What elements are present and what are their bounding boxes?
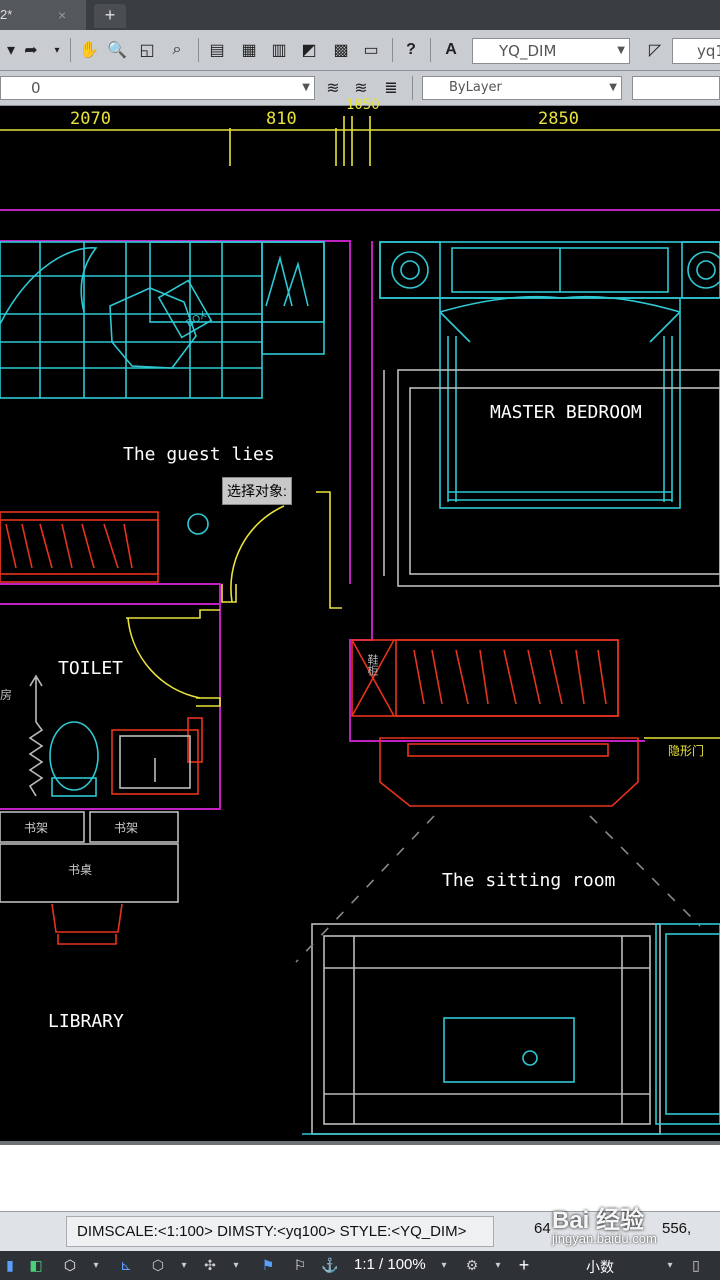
baidu-watermark-logo: Bai 经验 xyxy=(552,1207,645,1234)
dimension-label: 1050 xyxy=(346,97,380,113)
zoom-realtime-icon[interactable]: 🔍 xyxy=(107,42,127,59)
desk-label: 书桌 xyxy=(68,863,93,877)
baidu-watermark-url: jingyan.baidu.com xyxy=(552,1231,657,1246)
3d-box-icon[interactable]: ⬡ xyxy=(63,1256,77,1273)
add-tab-button[interactable]: + xyxy=(94,4,126,28)
chevron-down-icon[interactable]: ▾ xyxy=(495,1259,501,1271)
status-bar: DIMSCALE:<1:100> DIMSTY:<yq100> STYLE:<Y… xyxy=(0,1211,720,1251)
table-style-value: yq1 xyxy=(697,42,720,60)
select-objects-tooltip: 选择对象: xyxy=(222,477,292,505)
auto-scale-icon[interactable]: ⚓ xyxy=(321,1256,339,1273)
dimension-label: 810 xyxy=(266,109,297,129)
dimstyle-select[interactable]: YQ_DIM ▼ xyxy=(472,38,630,64)
pan-icon[interactable]: ✋ xyxy=(79,42,99,59)
redo-dropdown-icon[interactable]: ▾ xyxy=(54,44,60,56)
gizmo-icon[interactable]: ✣ xyxy=(204,1256,216,1273)
toolbar-layers: 0 ▼ ≋ ≋ ≣ ByLayer ▼ xyxy=(0,71,720,106)
coordinates-readout-tail: 556, xyxy=(662,1220,692,1237)
markup-icon[interactable]: ▩ xyxy=(333,42,349,59)
text-style-icon[interactable]: A xyxy=(445,41,457,58)
separator xyxy=(392,38,393,62)
shoe-cabinet-label: 鞋柜 xyxy=(366,654,378,676)
hidden-door-label: 隐形门 xyxy=(668,744,705,758)
tab-bar: 2* × + xyxy=(0,0,720,30)
color-select[interactable]: ByLayer ▼ xyxy=(422,76,622,100)
close-icon[interactable]: × xyxy=(58,7,67,23)
separator xyxy=(430,38,431,62)
gear-icon[interactable]: ⚙ xyxy=(465,1256,479,1273)
bookshelf-label: 书架 xyxy=(24,821,49,835)
coordinates-readout: 64 xyxy=(534,1220,551,1237)
chevron-down-icon: ▼ xyxy=(609,82,617,93)
undo-dropdown-icon[interactable]: ▾ xyxy=(6,42,16,59)
floor-plan xyxy=(0,116,720,1135)
chevron-down-icon: ▼ xyxy=(617,45,625,56)
model-icon[interactable]: ▮ xyxy=(6,1256,14,1273)
table-style-select[interactable]: yq1 xyxy=(672,38,720,64)
room-label-master-bedroom: MASTER BEDROOM xyxy=(490,402,642,423)
chevron-down-icon: ▼ xyxy=(302,82,310,93)
room-label-library: LIBRARY xyxy=(48,1011,124,1032)
chevron-down-icon[interactable]: ▾ xyxy=(667,1259,673,1271)
room-label-partial: 房 xyxy=(0,688,13,702)
chevron-down-icon[interactable]: ▾ xyxy=(181,1259,187,1271)
tab-label: 2* xyxy=(0,7,13,22)
command-line[interactable] xyxy=(0,1141,720,1215)
color-value: ByLayer xyxy=(449,80,502,95)
redo-icon[interactable]: ➦ xyxy=(24,42,38,59)
chevron-down-icon[interactable]: ▾ xyxy=(233,1259,239,1271)
annotation-scale-icon[interactable]: ⚑ xyxy=(261,1256,275,1273)
toolbar-standard: ▾ ➦ ▾ ✋ 🔍 ◱ ⌕ ▤ ▦ ▥ ◩ ▩ ▭ ? A YQ_DIM ▼ ◸… xyxy=(0,30,720,71)
dim-status-text: DIMSCALE:<1:100> DIMSTY:<yq100> STYLE:<Y… xyxy=(66,1216,494,1247)
properties-icon[interactable]: ▤ xyxy=(209,42,225,59)
make-current-layer-icon[interactable]: ≋ xyxy=(326,80,340,97)
design-center-icon[interactable]: ▦ xyxy=(241,42,257,59)
dimension-label: 2070 xyxy=(70,109,111,129)
drawing-canvas[interactable]: 2070 810 1050 2850 The guest lies MASTER… xyxy=(0,97,720,1141)
tool-palettes-icon[interactable]: ▥ xyxy=(271,42,287,59)
plus-icon[interactable]: + xyxy=(518,1254,530,1275)
clean-screen-icon[interactable]: ▯ xyxy=(692,1256,700,1273)
grid-icon[interactable]: ◧ xyxy=(29,1256,43,1273)
room-label-guest: The guest lies xyxy=(123,444,275,465)
linetype-select[interactable] xyxy=(632,76,720,100)
layer-states-icon[interactable]: ≣ xyxy=(384,80,398,97)
help-icon[interactable]: ? xyxy=(406,41,416,58)
annotation-visibility-icon[interactable]: ⚐ xyxy=(293,1256,307,1273)
scale-readout[interactable]: 1:1 / 100% xyxy=(354,1256,426,1273)
isometric-icon[interactable]: ⬡ xyxy=(151,1256,165,1273)
layer-previous-icon[interactable]: ≋ xyxy=(354,80,368,97)
separator xyxy=(198,38,199,62)
sheet-set-icon[interactable]: ◩ xyxy=(301,42,317,59)
tab-drawing[interactable]: 2* × xyxy=(0,0,86,30)
separator xyxy=(70,38,71,62)
room-label-toilet: TOILET xyxy=(58,658,124,679)
units-readout[interactable]: 小数 xyxy=(586,1259,614,1275)
room-label-sitting-room: The sitting room xyxy=(442,870,616,891)
ortho-icon[interactable]: ⊾ xyxy=(120,1256,132,1273)
separator xyxy=(412,76,413,100)
bookshelf-label: 书架 xyxy=(114,821,139,835)
layer-value: 0 xyxy=(31,79,41,97)
dimension-label: 2850 xyxy=(538,109,579,129)
chevron-down-icon[interactable]: ▾ xyxy=(93,1259,99,1271)
chevron-down-icon[interactable]: ▾ xyxy=(441,1259,447,1271)
layer-select[interactable]: 0 ▼ xyxy=(0,76,315,100)
dimension-style-icon[interactable]: ◸ xyxy=(648,42,662,59)
dimstyle-value: YQ_DIM xyxy=(499,42,557,60)
zoom-window-icon[interactable]: ◱ xyxy=(139,42,155,59)
zoom-previous-icon[interactable]: ⌕ xyxy=(172,41,182,58)
bottom-toolbar: ▮ ◧ ⬡ ▾ ⊾ ⬡ ▾ ✣ ▾ ⚑ ⚐ ⚓ 1:1 / 100% ▾ ⚙ ▾… xyxy=(0,1251,720,1280)
calculator-icon[interactable]: ▭ xyxy=(363,42,379,59)
